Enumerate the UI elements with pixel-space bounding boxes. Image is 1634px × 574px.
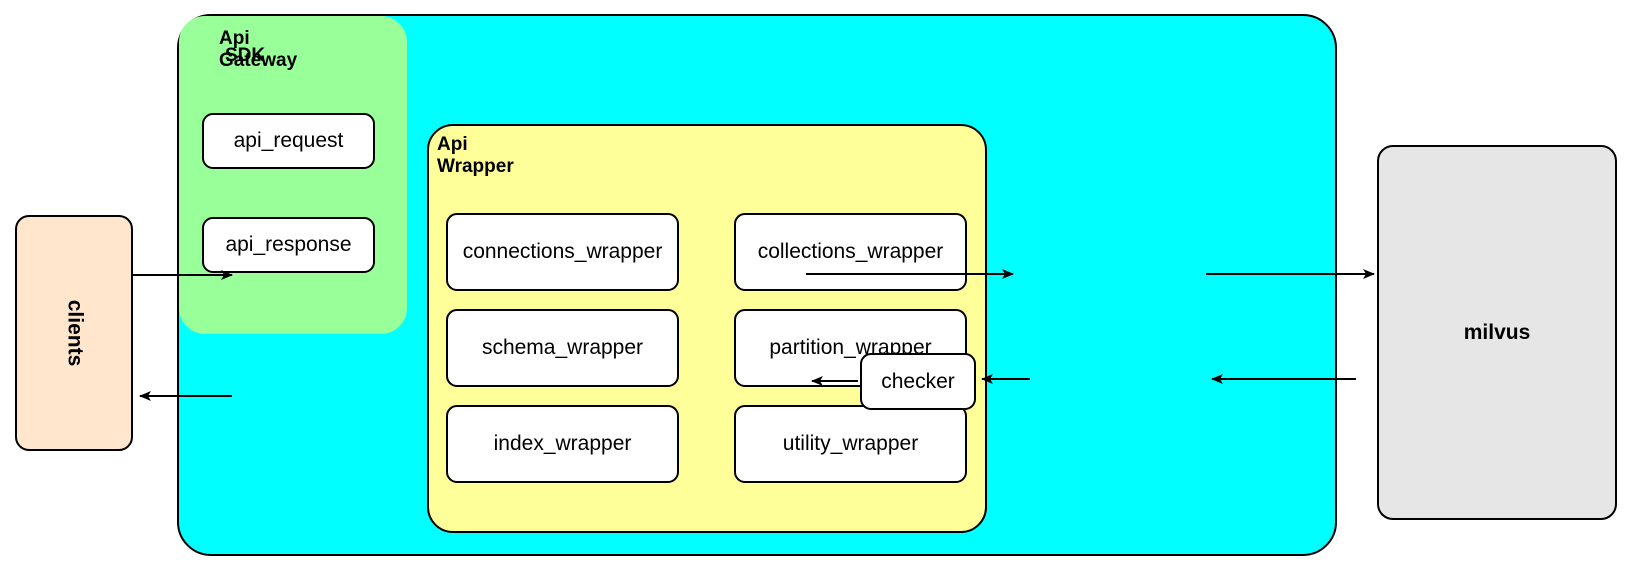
module-schema-wrapper[interactable]: schema_wrapper bbox=[446, 309, 679, 387]
module-connections-wrapper[interactable]: connections_wrapper bbox=[446, 213, 679, 291]
module-utility-wrapper[interactable]: utility_wrapper bbox=[734, 405, 967, 483]
api-wrapper-container[interactable]: Api Wrapper connections_wrapper collecti… bbox=[427, 124, 987, 533]
api-request-node[interactable]: api_request bbox=[202, 113, 375, 169]
api-response-node[interactable]: api_response bbox=[202, 217, 375, 273]
clients-node[interactable]: clients bbox=[15, 215, 133, 451]
sdk-container[interactable]: SDK Api Wrapper connections_wrapper coll… bbox=[177, 14, 1337, 556]
milvus-label: milvus bbox=[1463, 320, 1531, 344]
api-gateway-container[interactable]: Api Gateway api_request api_response bbox=[179, 16, 407, 334]
api-wrapper-title: Api Wrapper bbox=[437, 134, 514, 178]
module-index-wrapper[interactable]: index_wrapper bbox=[446, 405, 679, 483]
module-collections-wrapper[interactable]: collections_wrapper bbox=[734, 213, 967, 291]
api-gateway-title: Api Gateway bbox=[219, 28, 298, 72]
milvus-node[interactable]: milvus bbox=[1377, 145, 1617, 520]
clients-label: clients bbox=[63, 299, 86, 367]
sdk-title: SDK bbox=[225, 45, 266, 66]
checker-node[interactable]: checker bbox=[860, 353, 976, 410]
